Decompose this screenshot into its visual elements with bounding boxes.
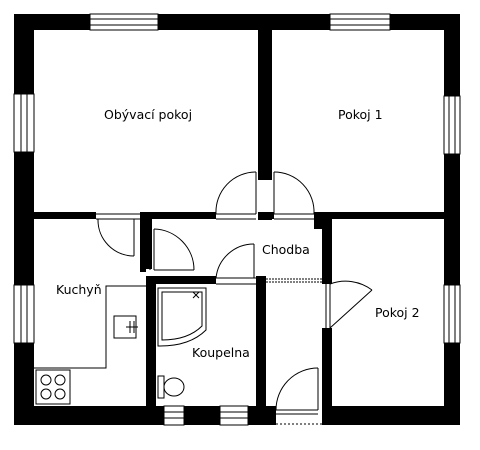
door-bathroom [215,243,256,285]
label-hall: Chodba [262,242,310,257]
door-kitchen [96,213,140,257]
door-living-room [215,171,257,220]
door-hall-inner [149,228,195,271]
door-room1 [273,171,315,220]
interior-walls [34,30,444,425]
doors [96,171,373,425]
label-kitchen: Kuchyň [56,282,102,297]
label-living-room: Obývací pokoj [104,107,192,122]
label-room1: Pokoj 1 [338,107,383,122]
room-labels: Obývací pokoj Pokoj 1 Chodba Kuchyň Poko… [56,107,420,360]
window-bath-1 [163,405,185,426]
label-room2: Pokoj 2 [375,305,420,320]
door-room2 [325,280,373,329]
bathtub [157,287,207,347]
label-bathroom: Koupelna [192,345,250,360]
kitchen-counter [34,285,146,369]
window-top-left [89,13,159,31]
window-bath-2 [219,405,249,426]
sliding-door-hall [266,278,322,283]
toilet [157,375,185,399]
window-top-right [329,13,391,31]
window-right-upper [443,95,461,155]
window-right-lower [443,284,461,344]
door-entrance [275,367,322,425]
kitchen-sink [113,315,138,339]
window-left-lower [13,284,35,344]
window-left-upper [13,93,35,153]
stove [35,369,71,405]
windows [13,13,461,426]
